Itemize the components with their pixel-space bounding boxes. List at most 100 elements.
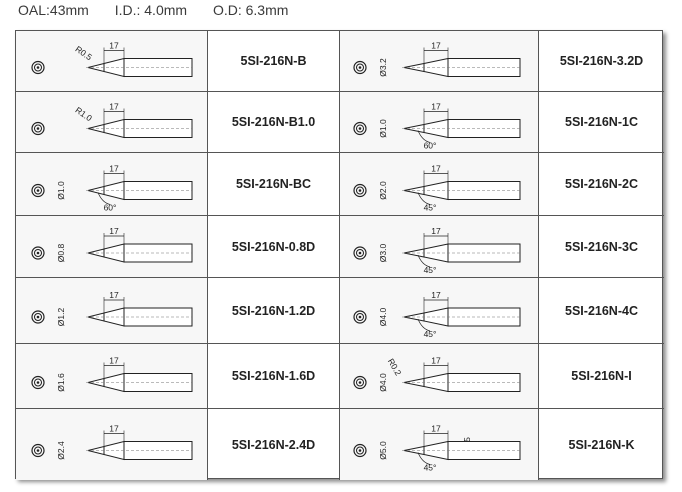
tip-size-label: R0.5 [73,44,94,63]
length-dimension-label: 17 [109,356,119,366]
length-dimension: 17 [423,226,449,249]
tip-profile-drawing [402,372,521,393]
length-dimension: 17 [423,356,449,379]
length-dimension: 17 [423,290,449,313]
tip-radius-label: R0.2 [386,357,404,378]
length-dimension-label: 17 [109,164,119,174]
tip-size-label: Ø3.2 [378,58,388,77]
tip-profile-drawing [86,440,193,461]
length-dimension-label: 17 [109,102,119,112]
length-dimension: 17 [103,424,125,447]
soldering-tip-diagram: 17 R0.5 [31,41,193,78]
tip-specifications: OAL:43mm I.D.: 4.0mm O.D: 6.3mm [18,0,310,20]
length-dimension-label: 17 [431,226,441,236]
tip-end-view-icon [353,375,367,390]
tip-angle-label: 60° [424,141,437,151]
tip-diagram-cell: 17 R0.5 [16,31,208,92]
tip-profile-drawing [86,307,193,327]
tip-end-view-icon [31,375,45,390]
length-dimension: 17 [103,226,125,249]
tip-model-code: 5SI-216N-1C [539,92,664,153]
tip-size-label: Ø1.6 [56,373,66,392]
tip-model-code: 5SI-216N-1.2D [208,278,340,344]
tip-end-view-icon [353,246,367,260]
tip-profile-drawing [402,118,521,139]
tip-model-code: 5SI-216N-3C [539,216,664,278]
length-dimension: 17 [103,41,125,64]
tip-size-label: Ø1.0 [56,181,66,200]
tip-size-label: R1.0 [73,105,94,124]
tip-profile-drawing [402,57,521,78]
tip-profile-drawing [402,440,521,461]
tip-end-view-icon [353,121,367,136]
tip-size-label: Ø2.0 [378,181,388,200]
tip-profile-drawing [86,118,193,139]
tip-profile-drawing [86,243,193,263]
tip-size-label: Ø3.0 [378,244,388,263]
tip-end-view-icon [353,60,367,75]
tip-model-code: 5SI-216N-2.4D [208,409,340,480]
tip-model-code: 5SI-216N-B [208,31,340,92]
tip-model-code: 5SI-216N-0.8D [208,216,340,278]
tip-profile-drawing [402,243,521,263]
tip-angle-label: 45° [424,203,437,213]
oal-spec: OAL:43mm [18,2,89,18]
tip-end-view-icon [31,121,45,136]
tip-size-label: Ø4.0 [378,373,388,392]
length-dimension-label: 17 [431,290,441,300]
length-dimension-label: 17 [109,226,119,236]
tip-end-view-icon [353,310,367,324]
tip-end-view-icon [31,443,45,458]
id-spec: I.D.: 4.0mm [114,2,188,18]
tip-diagram-cell: 17 R1.0 [16,92,208,153]
tip-model-code: 5SI-216N-K [568,437,635,452]
soldering-tip-diagram: 17 R1.0 [31,102,193,139]
length-dimension: 17 [423,41,449,64]
tip-side-label: 5 [462,437,472,442]
length-dimension-label: 17 [431,102,441,112]
tip-end-view-icon [31,310,45,324]
length-dimension: 17 [103,356,125,379]
tip-size-label: Ø1.0 [378,119,388,138]
length-dimension: 17 [423,102,449,125]
tip-size-label: Ø4.0 [378,308,388,327]
tip-end-view-icon [31,60,45,75]
tip-model-code: 5SI-216N-3.2D [539,31,664,92]
length-dimension: 17 [103,102,125,125]
tip-profile-drawing [402,307,521,327]
length-dimension: 17 [103,164,125,187]
tip-end-view-icon [353,443,367,458]
length-dimension: 17 [103,290,125,313]
length-dimension-label: 17 [431,164,441,174]
tip-end-view-icon [353,183,367,198]
tip-profile-drawing [402,180,521,201]
tip-profile-drawing [86,372,193,393]
tip-size-label: Ø0.8 [56,244,66,263]
tip-model-code: 5SI-216N-BC [208,153,340,216]
tip-angle-label: 60° [104,203,117,213]
tip-profile-drawing [86,180,193,201]
length-dimension-label: 17 [109,41,119,51]
tip-model-code: 5SI-216N-B1.0 [208,92,340,153]
